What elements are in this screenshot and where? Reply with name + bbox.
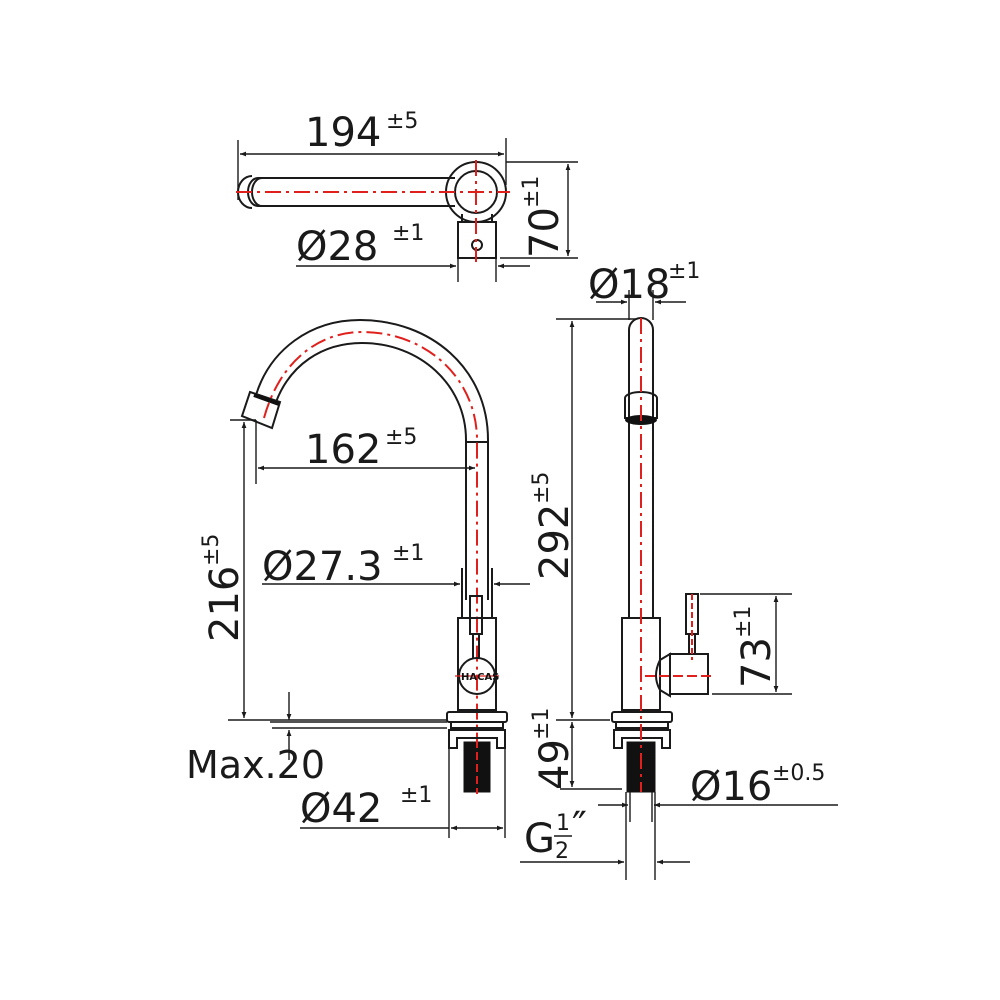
dim-194-value: 194 — [305, 110, 381, 156]
dim-o42-tolerance: ±1 — [400, 783, 432, 808]
thread-numerator: 1 — [556, 811, 570, 836]
dim-o27-3-value: Ø27.3 — [262, 544, 383, 590]
body — [457, 617, 497, 711]
dim-216-value: 216 — [202, 566, 248, 642]
dim-73-tolerance: ±1 — [731, 606, 756, 638]
max-20-label: Max.20 — [186, 743, 325, 787]
front-view — [228, 318, 530, 838]
dim-216-tolerance: ±5 — [199, 534, 224, 566]
dim-70-value: 70 — [522, 207, 568, 258]
dim-162-tolerance: ±5 — [385, 425, 417, 450]
dim-o16-value: Ø16 — [690, 764, 772, 810]
side-handle-boss — [669, 653, 709, 695]
top-view — [236, 138, 578, 282]
dim-194-tolerance: ±5 — [386, 109, 418, 134]
side-view — [520, 290, 838, 880]
thread-g-prefix: G — [524, 816, 555, 862]
dim-292-value: 292 — [532, 504, 578, 580]
dim-o16-tolerance: ±0.5 — [772, 761, 825, 786]
dim-o42-value: Ø42 — [300, 786, 382, 832]
dim-73-value: 73 — [734, 637, 780, 688]
dim-o27-3-tolerance: ±1 — [392, 541, 424, 566]
dim-49-value: 49 — [532, 739, 578, 790]
side-aerator — [624, 391, 658, 419]
dim-70-tolerance: ±1 — [519, 176, 544, 208]
brand-logo-text: HACAS — [461, 672, 499, 683]
lever — [469, 595, 483, 635]
spout-arm-top — [258, 177, 455, 207]
dim-o28-tolerance: ±1 — [392, 221, 424, 246]
dim-o28-value: Ø28 — [296, 224, 378, 270]
dim-292-tolerance: ±5 — [529, 472, 554, 504]
gooseneck-outer — [255, 318, 489, 600]
dim-o18-value: Ø18 — [588, 262, 670, 308]
dim-162-value: 162 — [305, 427, 381, 473]
dim-o18-tolerance: ±1 — [668, 259, 700, 284]
gooseneck-inner — [275, 341, 467, 600]
thread-inch-mark: ″ — [572, 804, 587, 850]
thread-denominator: 2 — [555, 839, 569, 864]
dim-49-tolerance: ±1 — [529, 708, 554, 740]
